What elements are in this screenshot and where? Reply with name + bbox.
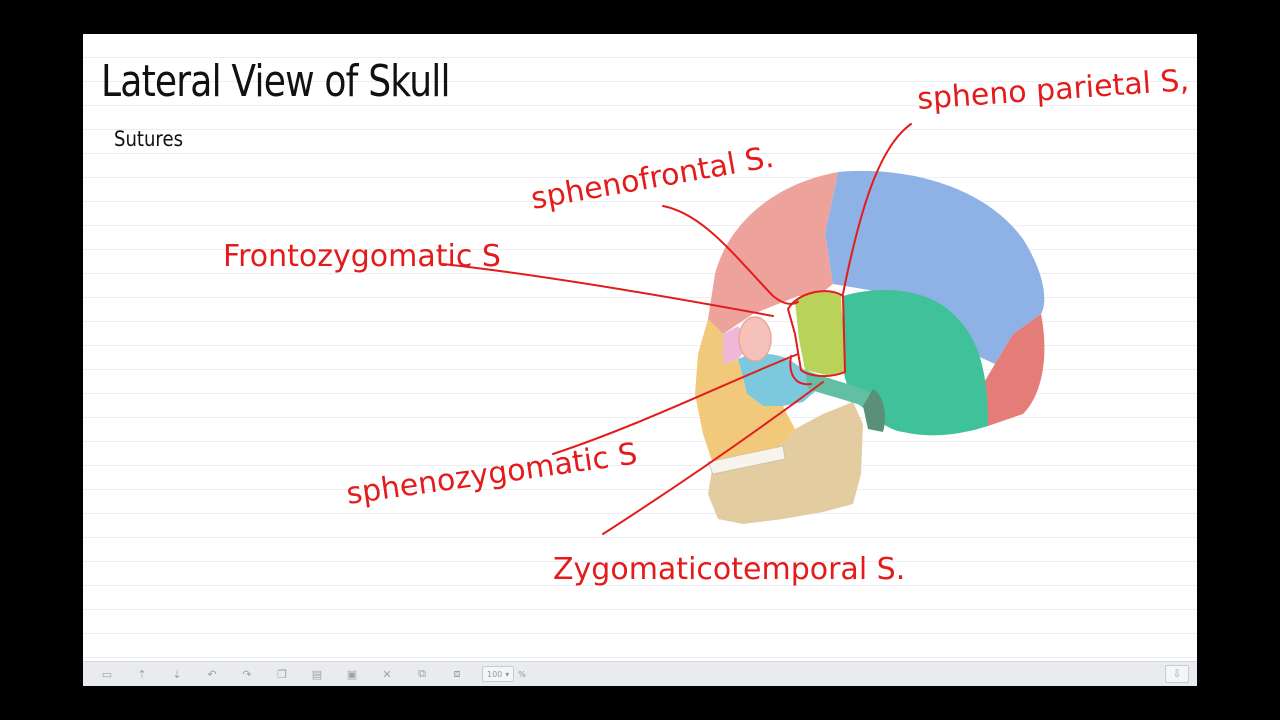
paste-icon[interactable]: ▤ <box>311 667 323 681</box>
zygomaticotemporal-line <box>602 381 824 535</box>
label-sphenofrontal: sphenofrontal S. <box>528 140 776 217</box>
undo-icon[interactable]: ↶ <box>207 667 217 681</box>
mastoid-process <box>863 389 885 432</box>
redo-icon[interactable]: ↷ <box>242 667 252 681</box>
chevron-down-icon: ▾ <box>505 669 510 679</box>
slide-page: Lateral View of Skull Sutures <box>83 34 1197 686</box>
select-icon[interactable]: ▣ <box>346 667 358 681</box>
download-icon[interactable]: ⇣ <box>172 667 182 681</box>
slide-title: Lateral View of Skull <box>101 56 451 107</box>
label-sphenozygomatic: sphenozygomatic S <box>344 436 639 511</box>
label-zygomaticotemporal: Zygomaticotemporal S. <box>553 552 905 587</box>
frame-icon[interactable]: ▭ <box>101 667 113 681</box>
zygomatic-bone <box>738 353 818 406</box>
zoom-value: 100 <box>487 669 503 679</box>
delete-icon[interactable]: ✕ <box>382 667 392 681</box>
upload-icon[interactable]: ⇡ <box>137 667 147 681</box>
skull-illustration <box>695 170 1045 524</box>
sphenoparietal-line <box>842 123 912 295</box>
sphenofrontal-line <box>662 205 799 305</box>
label-frontozygomatic: Frontozygomatic S <box>223 239 501 274</box>
occipital-bone <box>983 314 1045 426</box>
download-button[interactable]: ⇩ <box>1165 665 1189 683</box>
download-icon: ⇩ <box>1172 668 1182 680</box>
mandible-bone <box>708 402 863 524</box>
sphenoid-outline <box>787 290 846 378</box>
ungroup-icon[interactable]: ⧈ <box>453 667 461 680</box>
bottom-toolbar: ▭ ⇡ ⇣ ↶ ↷ ❐ ▤ ▣ ✕ ⧉ ⧈ 100 ▾ % ⇩ <box>83 661 1197 686</box>
teeth <box>707 445 786 475</box>
group-icon[interactable]: ⧉ <box>418 667 426 680</box>
maxilla-bone <box>695 319 795 464</box>
parietal-bone <box>825 170 1045 364</box>
suture-lines <box>442 123 912 535</box>
sphenoid-bone <box>795 292 845 376</box>
zygomatic-outline <box>789 355 812 386</box>
copy-icon[interactable]: ❐ <box>277 667 287 681</box>
skull-diagram: spheno parietal S, sphenofrontal S. Fron… <box>223 63 1190 587</box>
sphenozygomatic-line <box>552 353 799 455</box>
orbit <box>738 316 772 362</box>
label-sphenoparietal: spheno parietal S, <box>916 63 1190 117</box>
zoom-unit: % <box>518 669 526 679</box>
zygomatic-arch <box>805 370 873 406</box>
frontal-bone <box>708 172 838 334</box>
zoom-select[interactable]: 100 ▾ <box>482 666 515 682</box>
frontozygomatic-line <box>442 263 774 317</box>
slide-subtitle: Sutures <box>114 127 183 151</box>
